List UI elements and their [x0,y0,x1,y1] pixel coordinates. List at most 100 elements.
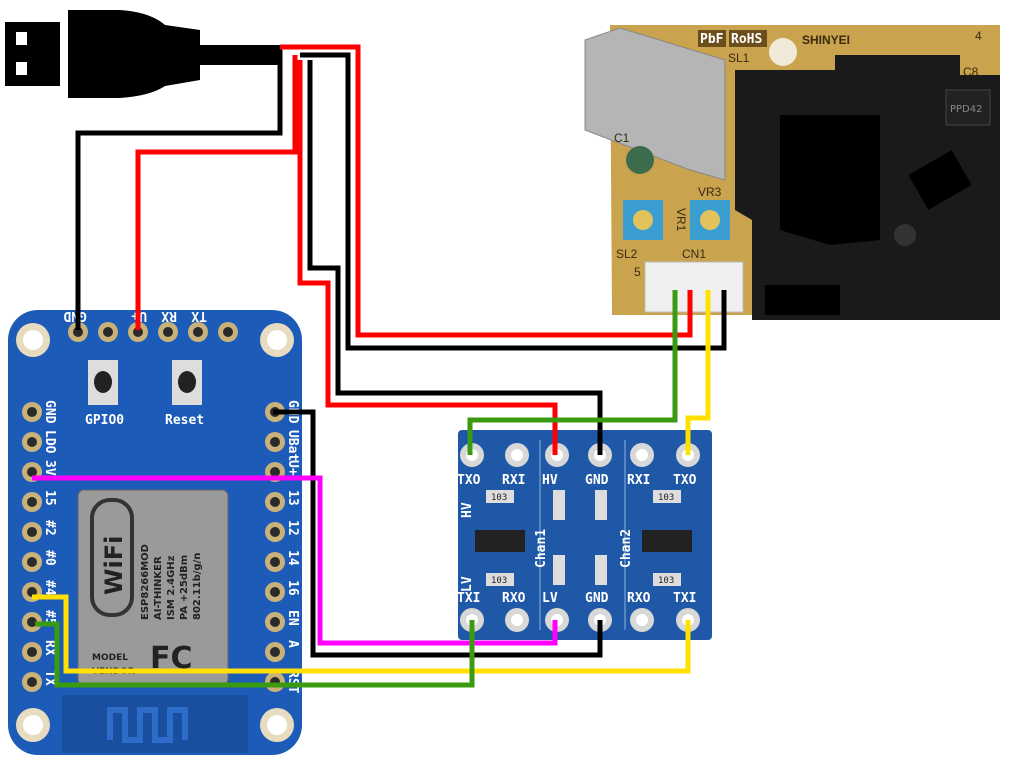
logic-level-shifter: 103 103 103 103 Chan1 Chan2 HV LV TXO TXI… [457,430,712,640]
esp-right-pin-label: A [285,640,300,648]
esp-right-pin-hole [270,527,280,537]
wire-usb-5v-to-sensor [280,44,693,338]
esp-left-pin-hole [27,527,37,537]
esp-top-pin-hole [103,327,113,337]
shifter-bottom-pin-label: TXI [673,591,696,606]
chan2-label: Chan2 [619,529,634,568]
shifter-bottom-pin-hole [636,614,648,626]
wires [32,44,727,688]
shifter-bottom-pin-label: RXO [502,591,526,606]
shifter-bottom-pin-label: LV [542,591,558,606]
esp-right-pin-label: 16 [285,580,300,596]
hv-side-label: HV [460,502,475,518]
reset-button-label: Reset [165,413,204,428]
esp-right-pin-hole [270,467,280,477]
shifter-top-pin-label: TXO [457,473,481,488]
esp-top-pin-hole [163,327,173,337]
esp-left-pin-label: GND [42,400,57,424]
pbf-label: PbF [700,32,724,47]
esp-right-pin-hole [270,587,280,597]
esp-right-pin-label: 14 [285,550,300,566]
wire-sensor-to-shifter-txo1 [467,290,678,455]
module-model-text: ESP8266MOD [140,544,151,620]
chan1-label: Chan1 [534,529,549,568]
shifter-bottom-pin-label: TXI [457,591,480,606]
module-vendor-text: AI-THINKER [153,556,164,620]
shifter-top-pin-label: GND [585,473,609,488]
wire-sensor-to-shifter-txo2 [685,290,711,455]
wire-usb-gnd-to-sensor [300,52,727,351]
c8-label: C8 [963,65,979,79]
esp-right-pin-label: 12 [285,520,300,536]
esp-top-pin-hole [223,327,233,337]
esp-left-pin-label: #4 [42,580,57,596]
wire-usb-5v-to-esp-vplus [135,55,298,330]
esp-right-pin-label: UBat [285,430,300,461]
lv-side-label: LV [460,576,475,592]
module-pa-text: PA +25dBm [179,555,190,620]
vr3-label: VR3 [698,185,722,199]
wire-usb-gnd-to-esp-gnd [75,50,283,330]
shifter-top-pin-label: TXO [673,473,697,488]
gpio0-button-label: GPIO0 [85,413,124,428]
esp-right-pin-hole [270,497,280,507]
wire-gnd-to-shifter-hv-gnd [307,60,603,455]
shifter-top-pin-label: HV [542,473,558,488]
esp-right-pin-label: U+ [285,460,300,476]
shifter-top-pin-hole [511,449,523,461]
model-label: MODEL [92,653,128,663]
wire-5v-to-shifter-hv [297,60,558,455]
esp-right-pin-hole [270,437,280,447]
resistor-label: 103 [491,493,507,503]
rohs-label: RoHS [731,32,762,47]
wire-esp-gpio4-to-shifter-txi2 [32,594,691,674]
esp-left-pin-hole [27,677,37,687]
esp-right-pin-label: 13 [285,490,300,506]
resistor-label: 103 [491,576,507,586]
esp-left-pin-label: TX [42,670,57,686]
esp-left-pin-label: LDO [42,430,57,454]
esp-right-pin-hole [270,617,280,627]
esp-top-pin-label: TX [191,308,207,323]
usb-plug-icon [5,10,282,98]
esp-left-pin-hole [27,407,37,417]
sl2-label: SL2 [616,247,638,261]
esp-right-pin-label: RST [285,670,300,694]
wire-esp-gnd-to-shifter-lv-gnd [273,409,603,658]
module-standard-text: 802.11b/g/n [192,553,203,620]
esp-top-pin-hole [193,327,203,337]
esp-left-pin-label: #2 [42,520,57,536]
esp-top-pin-label: RX [161,308,177,323]
shifter-bottom-pin-label: RXO [627,591,651,606]
vr1-label: VR1 [674,208,688,232]
wire-esp-gpio5-to-shifter-txi1 [35,620,475,688]
shinyei-label: SHINYEI [802,33,850,47]
wire-esp-3v-to-shifter-lv [32,475,558,646]
shifter-top-pin-label: RXI [627,473,650,488]
resistor-label: 103 [658,576,674,586]
esp-left-pin-hole [27,467,37,477]
c1-label: C1 [614,131,630,145]
shifter-top-pin-label: RXI [502,473,525,488]
resistor-label: 103 [658,493,674,503]
esp-left-pin-label: 15 [42,490,57,506]
shifter-bottom-pin-hole [511,614,523,626]
esp-left-pin-hole [27,557,37,567]
shifter-bottom-pin-label: GND [585,591,609,606]
ppd42-dust-sensor: PbF RoHS SL1 SHINYEI PPD42 C1 VR3 VR1 SL… [584,25,1000,320]
esp-top-pin-label: GND [63,308,87,323]
esp-right-pin-hole [270,557,280,567]
cn1-label: CN1 [682,247,706,261]
esp-right-pin-label: EN [285,610,300,626]
pin4-label: 4 [975,29,982,43]
esp-left-pin-label: RX [42,640,57,656]
esp-left-pin-label: #0 [42,550,57,566]
esp-left-pin-label: 3V [42,460,57,476]
esp-left-pin-hole [27,617,37,627]
esp-right-pin-hole [270,647,280,657]
sl1-label: SL1 [728,51,750,65]
pin5-label: 5 [634,265,641,279]
esp-left-pin-hole [27,497,37,507]
wifi-logo: WiFi [100,536,128,595]
